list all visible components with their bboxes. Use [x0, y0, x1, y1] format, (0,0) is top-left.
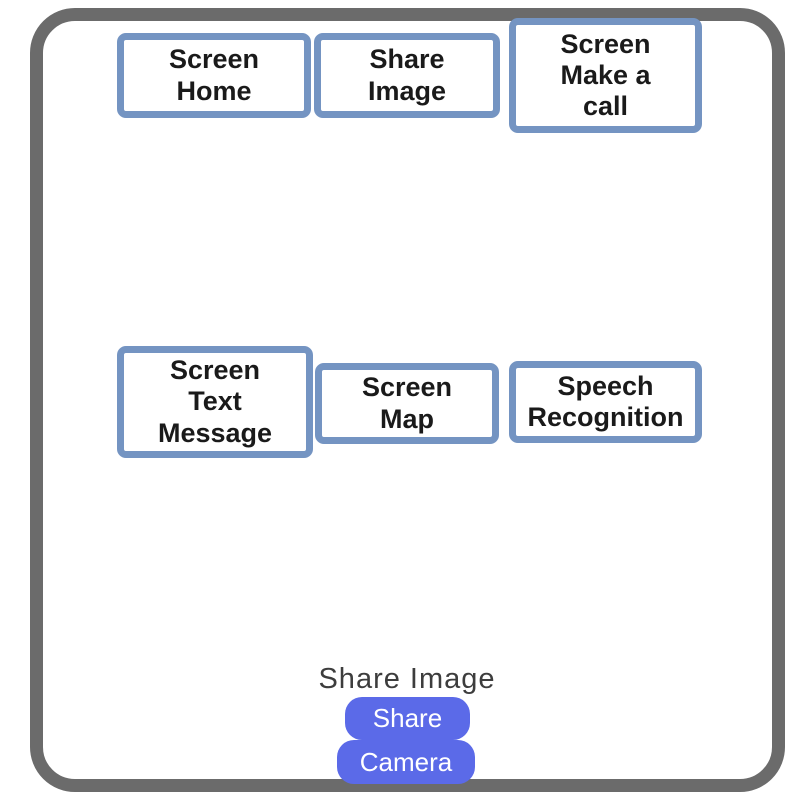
speech-recognition-label: Speech Recognition [527, 370, 684, 432]
screen-home-button[interactable]: Screen Home [117, 33, 311, 118]
camera-button[interactable]: Camera [337, 740, 475, 784]
screen-make-a-call-button[interactable]: Screen Make a call [509, 18, 702, 133]
share-image-label: Share Image [367, 44, 447, 106]
screen-map-button[interactable]: Screen Map [315, 363, 499, 444]
share-image-caption: Share Image [318, 663, 496, 695]
screen-map-label: Screen Map [361, 372, 453, 434]
screen-home-label: Screen Home [168, 44, 260, 106]
share-button[interactable]: Share [345, 697, 470, 740]
share-image-button[interactable]: Share Image [314, 33, 500, 118]
screen-text-message-label: Screen Text Message [157, 355, 273, 448]
speech-recognition-button[interactable]: Speech Recognition [509, 361, 702, 443]
screen-make-a-call-label: Screen Make a call [560, 28, 651, 122]
screen-text-message-button[interactable]: Screen Text Message [117, 346, 313, 458]
